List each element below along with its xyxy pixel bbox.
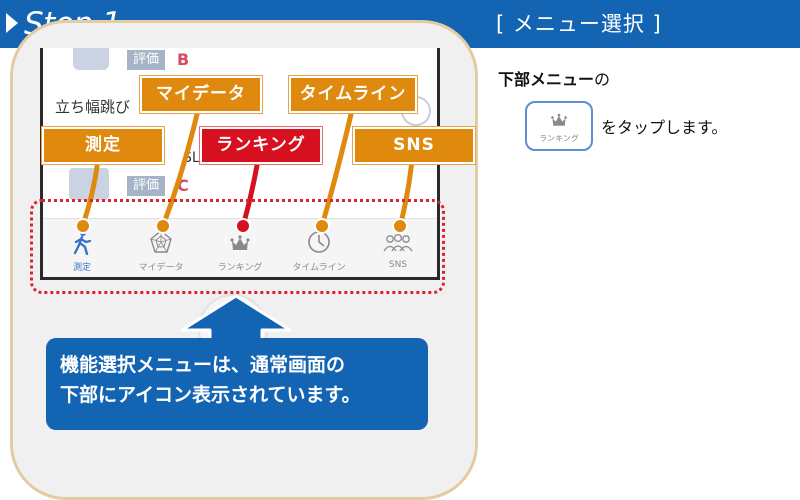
notice-line-1: 機能選択メニューは、通常画面の: [60, 354, 346, 376]
callout-ranking: ランキング: [200, 127, 322, 164]
grade-label: 評価: [127, 176, 166, 196]
grade-label: 評価: [127, 50, 166, 70]
triangle-right-icon: [6, 13, 18, 33]
tab-bar-highlight: [30, 199, 445, 294]
measurement-name: 立ち幅跳び: [55, 98, 131, 116]
grade-value: C: [177, 176, 189, 195]
crown-icon: [551, 113, 567, 126]
ranking-button-sample: ランキング: [525, 101, 593, 151]
leader-dot-ranking: [235, 218, 251, 234]
tab-label: 測定: [72, 263, 91, 273]
leader-dot-measure: [75, 218, 91, 234]
ranking-button-label: ランキング: [539, 134, 579, 143]
measurement-figure: [69, 168, 109, 200]
instruction-title: 下部メニューの: [498, 66, 610, 90]
people-group-icon: [383, 233, 413, 252]
callout-measure: 測定: [42, 127, 164, 164]
instruction-title-bold: 下部メニュー: [498, 70, 595, 89]
notice-box: 機能選択メニューは、通常画面の 下部にアイコン表示されています。: [46, 338, 428, 430]
tab-sns[interactable]: SNS: [359, 219, 437, 277]
notice-line-2: 下部にアイコン表示されています。: [60, 384, 361, 406]
leader-mydata: [160, 109, 201, 227]
instruction-title-rest: の: [594, 70, 611, 89]
callout-timeline: タイムライン: [289, 76, 417, 113]
leader-dot-sns: [392, 218, 408, 234]
instruction-tap-text: をタップします。: [601, 118, 728, 137]
tab-ranking[interactable]: ランキング: [201, 219, 279, 277]
tab-label: マイデータ: [138, 263, 184, 273]
tab-mydata[interactable]: マイデータ: [122, 219, 200, 277]
grade-value: B: [177, 50, 190, 69]
tab-label: ランキング: [217, 263, 263, 273]
callout-sns: SNS: [353, 127, 475, 164]
app-screen: 評価 B 立ち幅跳び SL 評価 C 測定 マイデータ: [40, 48, 440, 280]
pentagon-radar-icon: [150, 230, 172, 253]
tab-label: タイムライン: [292, 263, 346, 273]
callout-mydata: マイデータ: [140, 76, 262, 113]
measurement-figure: [73, 48, 109, 70]
section-title: [ メニュー選択 ]: [496, 12, 662, 36]
callout-leaders: [75, 109, 415, 234]
leader-timeline: [319, 109, 355, 227]
leader-dot-mydata: [155, 218, 171, 234]
tab-label: SNS: [388, 260, 408, 270]
crown-icon: [230, 235, 250, 250]
leader-dot-timeline: [314, 218, 330, 234]
